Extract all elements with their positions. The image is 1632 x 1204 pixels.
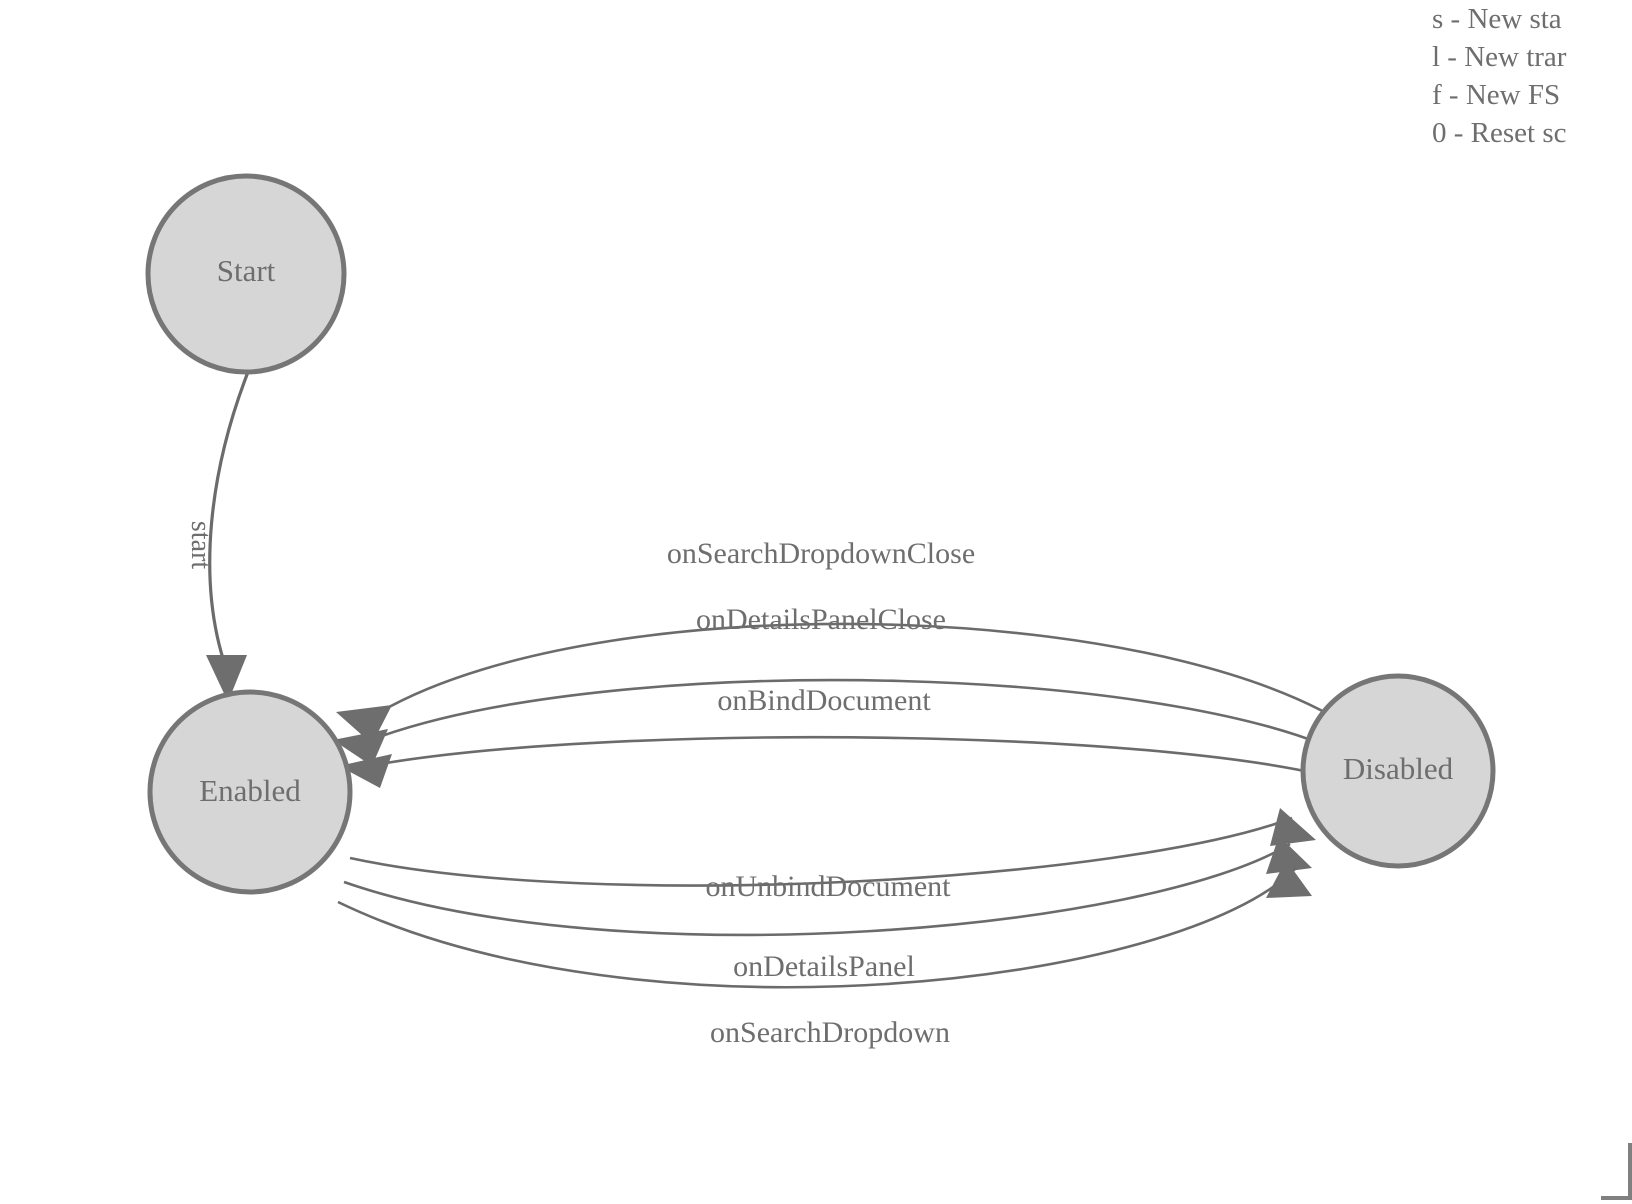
state-circle[interactable] — [1300, 673, 1496, 869]
transition-onUnbindDocument[interactable] — [349, 808, 1316, 887]
state-circle[interactable] — [147, 689, 353, 895]
transition-label-onSearchDropdown: onSearchDropdown — [710, 1016, 950, 1049]
window-frame-bottom-edge — [1601, 1196, 1632, 1200]
transition-path[interactable] — [337, 867, 1297, 989]
state-label: Disabled — [1343, 751, 1454, 786]
transition-label-start: start — [185, 521, 216, 569]
state-node-enabled[interactable]: Enabled — [147, 689, 353, 895]
state-label: Start — [217, 253, 276, 288]
arrow-head-icon — [336, 705, 392, 744]
transition-onSearchDropdownClose[interactable] — [336, 622, 1379, 749]
arrow-head-icon — [1270, 808, 1316, 846]
transition-path[interactable] — [379, 622, 1379, 749]
arrow-head-icon — [339, 754, 392, 788]
transition-label-onUnbindDocument: onUnbindDocument — [706, 870, 952, 903]
transition-label-onDetailsPanel: onDetailsPanel — [733, 950, 915, 983]
arrow-head-icon — [1266, 860, 1312, 898]
arrow-head-icon — [206, 655, 247, 702]
transition-path[interactable] — [375, 678, 1366, 767]
transition-label-onDetailsPanelClose: onDetailsPanelClose — [696, 603, 946, 636]
transition-label-onBindDocument: onBindDocument — [717, 684, 931, 717]
state-node-disabled[interactable]: Disabled — [1300, 673, 1496, 869]
window-frame-right-edge — [1628, 1143, 1632, 1200]
state-node-start[interactable]: Start — [145, 173, 347, 375]
arrow-head-icon — [1266, 836, 1312, 874]
transition-onDetailsPanelClose[interactable] — [333, 678, 1366, 767]
state-circle[interactable] — [145, 173, 347, 375]
transition-path[interactable] — [208, 371, 250, 669]
transition-start[interactable] — [206, 371, 250, 702]
transition-onBindDocument[interactable] — [339, 735, 1357, 788]
transition-onSearchDropdown[interactable] — [337, 860, 1312, 989]
transition-path[interactable] — [379, 735, 1357, 786]
transition-path[interactable] — [343, 842, 1291, 937]
state-label: Enabled — [199, 773, 301, 808]
arrow-head-icon — [333, 729, 388, 766]
transition-label-onSearchDropdownClose: onSearchDropdownClose — [667, 537, 975, 570]
transition-path[interactable] — [349, 816, 1293, 887]
transition-onDetailsPanel[interactable] — [343, 836, 1312, 937]
